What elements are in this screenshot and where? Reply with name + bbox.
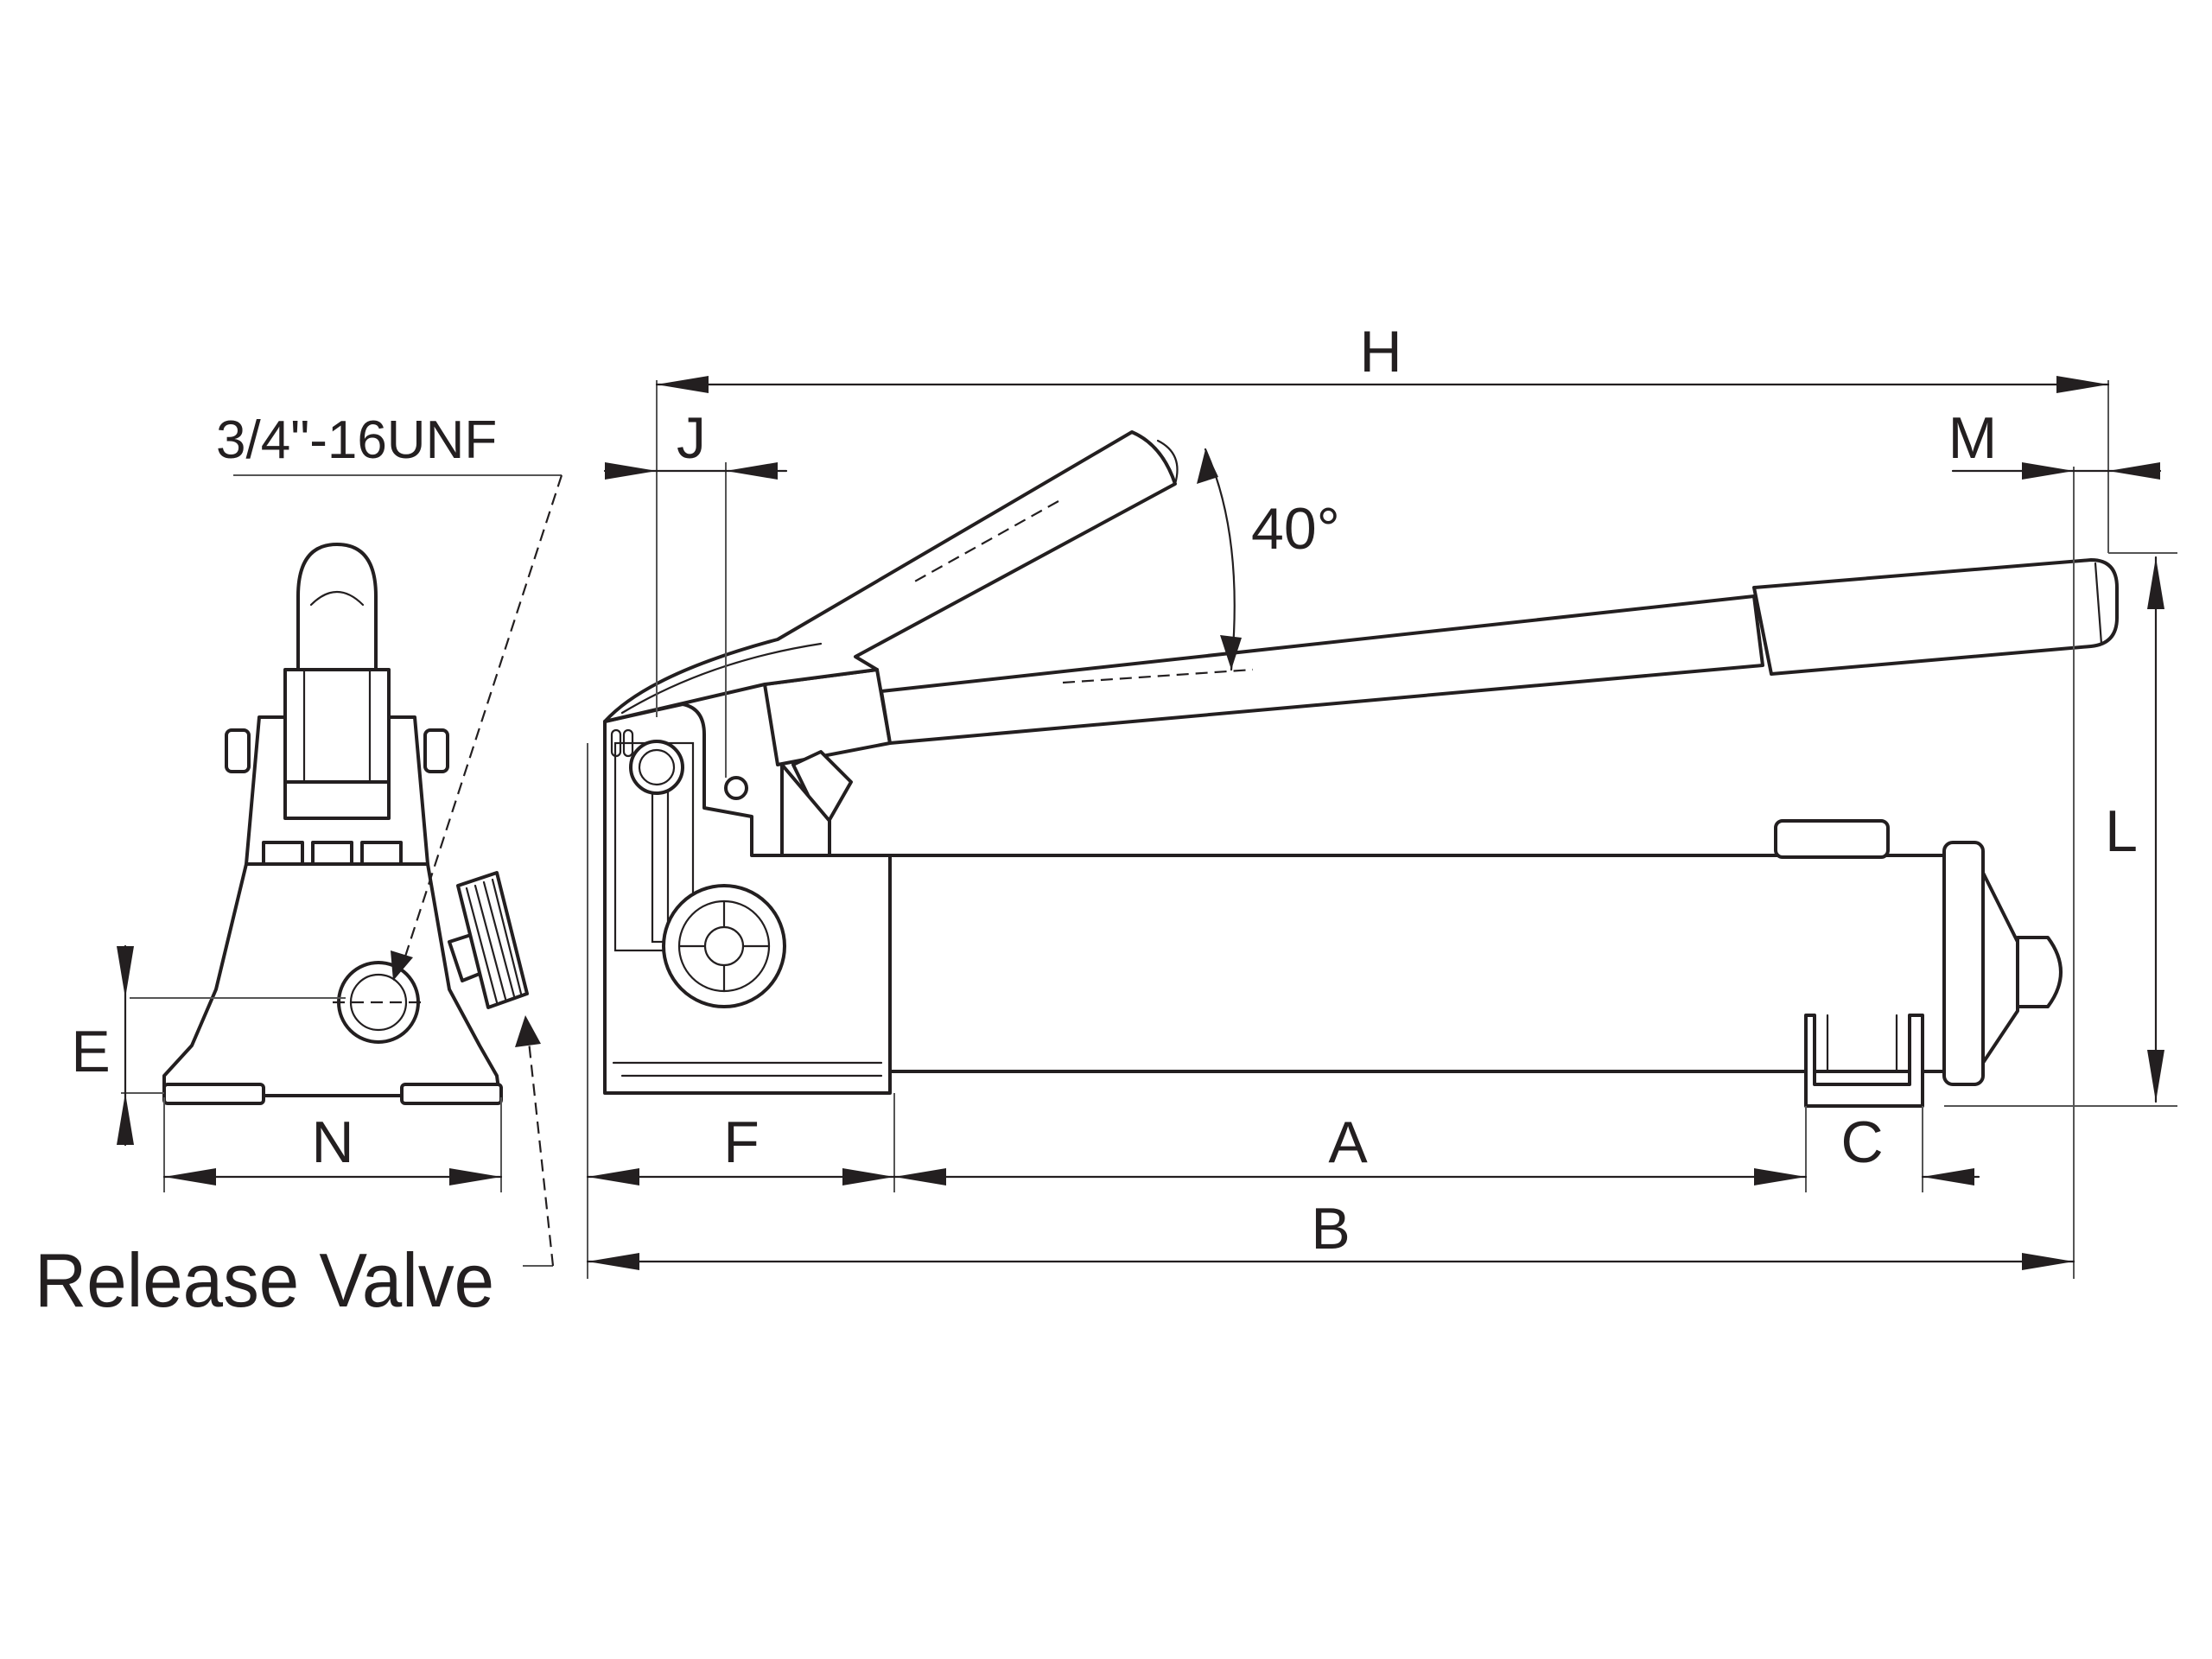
front-handle-stub: [296, 543, 378, 676]
fill-plug: [1774, 819, 1890, 859]
label-f: F: [723, 1109, 760, 1175]
side-view: [603, 430, 2119, 1108]
front-view: [162, 543, 529, 1105]
handle-grip: [1752, 558, 2119, 676]
mounting-bracket: [1804, 1014, 1924, 1108]
end-nut: [2016, 936, 2063, 1008]
label-a: A: [1328, 1109, 1368, 1175]
reservoir-tube: [880, 854, 1946, 1073]
label-release-valve: Release Valve: [35, 1237, 494, 1323]
label-e: E: [71, 1019, 110, 1084]
front-base: [162, 862, 501, 1097]
label-angle: 40°: [1251, 496, 1340, 562]
release-valve-leader: [515, 1015, 555, 1267]
dimensions: [117, 376, 2177, 1279]
end-cap: [1942, 841, 1985, 1086]
linkage-block: [763, 668, 892, 766]
label-l: L: [2105, 798, 2138, 864]
label-n: N: [311, 1109, 353, 1175]
thread-leader: [233, 474, 563, 981]
pivot-pin: [629, 740, 684, 795]
label-b: B: [1311, 1196, 1350, 1262]
release-valve-side: [662, 884, 786, 1008]
handle-lowered: [880, 594, 1764, 745]
label-m: M: [1948, 405, 1998, 471]
label-j: J: [677, 405, 706, 471]
handle-raised: [603, 430, 1177, 723]
release-valve-knob: [456, 871, 529, 1009]
label-c: C: [1840, 1109, 1883, 1175]
label-thread: 3/4"-16UNF: [216, 410, 497, 470]
label-h: H: [1359, 319, 1402, 385]
